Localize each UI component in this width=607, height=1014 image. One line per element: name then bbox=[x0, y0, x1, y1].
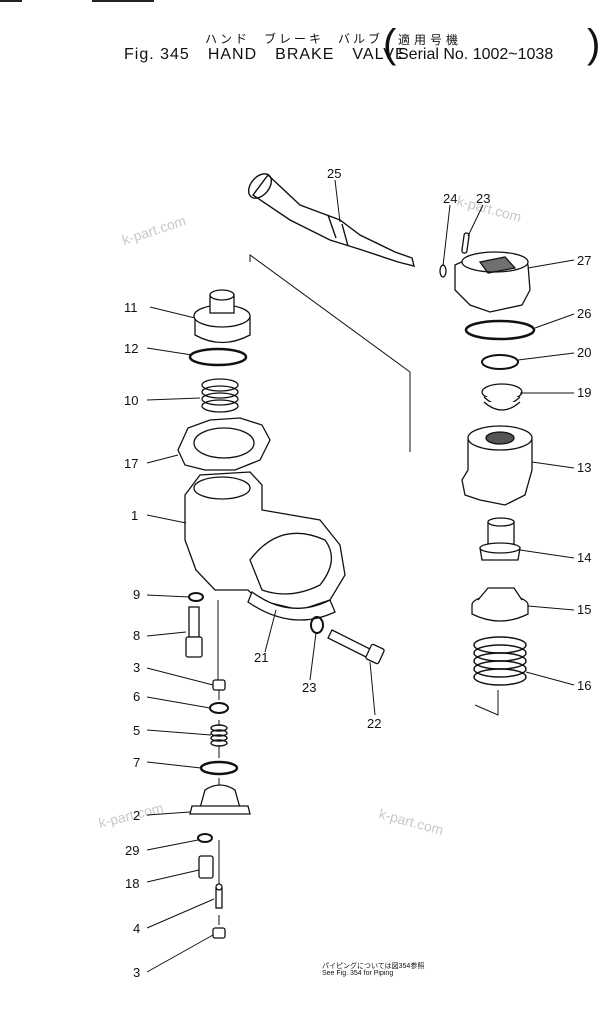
callout-27: 27 bbox=[577, 253, 591, 268]
footnote-japanese: パイピングについては図354参照 bbox=[322, 963, 425, 970]
large-spring-part bbox=[473, 636, 527, 686]
close-paren: ) bbox=[587, 22, 601, 66]
assembly-guide-lines bbox=[217, 254, 499, 925]
lever-housing-part bbox=[454, 251, 531, 313]
valve-seat-part bbox=[471, 587, 529, 622]
callout-labels: 25 24 23 27 11 26 12 20 10 19 17 13 1 14… bbox=[124, 166, 591, 980]
callout-2: 2 bbox=[133, 808, 140, 823]
callout-4: 4 bbox=[133, 921, 140, 936]
piston-part bbox=[479, 517, 521, 561]
pin-part bbox=[215, 883, 223, 909]
callout-23: 23 bbox=[476, 191, 490, 206]
top-edge-line bbox=[0, 0, 22, 2]
callout-8: 8 bbox=[133, 628, 140, 643]
snap-ring-part bbox=[481, 354, 519, 370]
callout-11: 11 bbox=[124, 300, 138, 315]
o-ring-part bbox=[199, 760, 239, 776]
gasket-part bbox=[177, 417, 271, 471]
cap-o-ring-part bbox=[188, 347, 248, 367]
callout-6: 6 bbox=[133, 689, 140, 704]
callout-7: 7 bbox=[133, 755, 140, 770]
cover-part bbox=[189, 784, 251, 815]
valve-body-part bbox=[461, 425, 533, 506]
callout-19: 19 bbox=[577, 385, 591, 400]
plug-part bbox=[212, 679, 226, 691]
spring-part bbox=[201, 378, 239, 413]
seal-part bbox=[209, 702, 229, 714]
callout-13: 13 bbox=[577, 460, 591, 475]
footnote-english: See Fig. 354 for Piping bbox=[322, 970, 394, 977]
pin-part bbox=[461, 232, 470, 254]
serial-label-japanese: 適用号機 bbox=[398, 33, 463, 47]
callout-23: 23 bbox=[302, 680, 316, 695]
callout-14: 14 bbox=[577, 550, 591, 565]
callout-15: 15 bbox=[577, 602, 591, 617]
retaining-ring-part bbox=[439, 264, 447, 278]
o-ring-part bbox=[464, 319, 536, 341]
callout-17: 17 bbox=[124, 456, 138, 471]
callout-10: 10 bbox=[124, 393, 138, 408]
callout-12: 12 bbox=[124, 341, 138, 356]
bracket-part bbox=[184, 471, 346, 611]
callout-3: 3 bbox=[133, 965, 140, 980]
screw-part bbox=[198, 855, 214, 879]
washer-part bbox=[197, 833, 213, 843]
callout-20: 20 bbox=[577, 345, 591, 360]
watermark: k-part.com bbox=[97, 799, 165, 831]
callout-25: 25 bbox=[327, 166, 341, 181]
callout-21: 21 bbox=[254, 650, 268, 665]
watermark: k-part.com bbox=[377, 805, 445, 838]
small-spring-part bbox=[210, 724, 228, 747]
plug-part bbox=[212, 927, 226, 939]
serial-range: Serial No. 1002~1038 bbox=[398, 46, 554, 63]
open-paren: ( bbox=[383, 22, 397, 66]
figure-label: Fig. 345 bbox=[124, 46, 190, 63]
callout-16: 16 bbox=[577, 678, 591, 693]
bolt-part bbox=[327, 629, 385, 665]
washer-part bbox=[310, 616, 324, 634]
callout-18: 18 bbox=[125, 876, 139, 891]
callout-29: 29 bbox=[125, 843, 139, 858]
callout-5: 5 bbox=[133, 723, 140, 738]
bolt-part bbox=[185, 606, 203, 658]
watermark: k-part.com bbox=[120, 212, 188, 248]
callout-9: 9 bbox=[133, 587, 140, 602]
callout-22: 22 bbox=[367, 716, 381, 731]
cap-part bbox=[193, 289, 251, 344]
spring-seat-part bbox=[481, 383, 523, 411]
title-japanese: ハンドブレーキバルブ bbox=[205, 32, 384, 46]
callout-1: 1 bbox=[131, 508, 138, 523]
callout-26: 26 bbox=[577, 306, 591, 321]
callout-3: 3 bbox=[133, 660, 140, 675]
washer-part bbox=[188, 592, 204, 602]
top-edge-line bbox=[92, 0, 154, 2]
lever-part bbox=[247, 173, 415, 267]
leader-lines bbox=[146, 179, 575, 973]
callout-24: 24 bbox=[443, 191, 457, 206]
clamp-part bbox=[247, 590, 336, 621]
